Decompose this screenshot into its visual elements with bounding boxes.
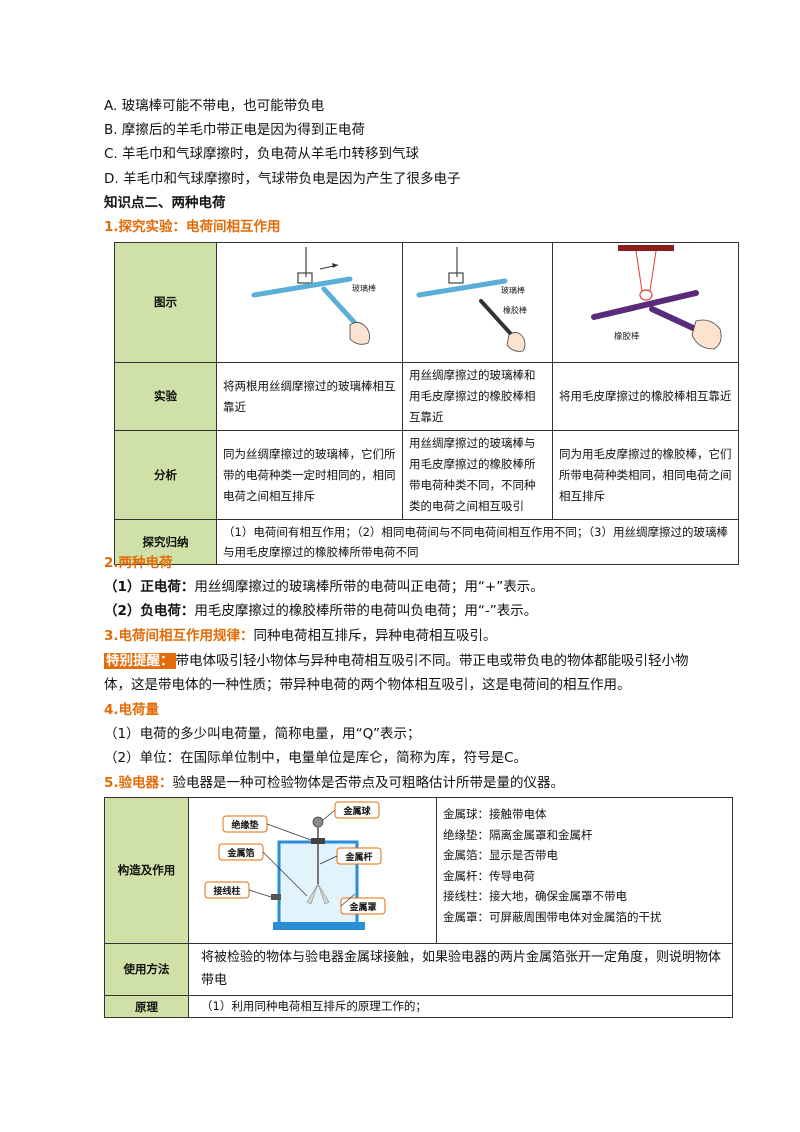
experiment-table: 图示 玻璃棒 xyxy=(114,242,739,565)
rubber-rods-diagram: 橡胶棒 xyxy=(590,245,722,350)
positive-text: 用丝绸摩擦过的玻璃棒所带的电荷叫正电荷；用“+”表示。 xyxy=(194,579,544,595)
experiment-1: 将两根用丝绸摩擦过的玻璃棒相互靠近 xyxy=(216,362,403,431)
option-a: A. 玻璃棒可能不带电，也可能带负电 xyxy=(104,98,325,114)
electroscope-diagram-cell: 绝缘垫 金属球 金属箔 金属杆 xyxy=(188,797,437,944)
callout-cover: 金属罩 xyxy=(340,893,385,915)
analysis-3: 同为用毛皮摩擦过的橡胶棒，它们所带电荷种类相同，相同电荷之间相互排斥 xyxy=(552,430,739,520)
part-rod: 金属杆：传导电荷 xyxy=(443,868,535,883)
s2-positive: （1）正电荷：用丝绸摩擦过的玻璃棒所带的电荷叫正电荷；用“+”表示。 xyxy=(104,577,544,597)
callout-post: 接线柱 xyxy=(204,881,271,899)
diagram-rubber-rubber: 橡胶棒 xyxy=(552,242,739,363)
part-foil: 金属箔：显示是否带电 xyxy=(443,848,558,862)
experiment-2: 用丝绸摩擦过的玻璃棒和用毛皮摩擦过的橡胶棒相互靠近 xyxy=(402,362,553,431)
callout-ball: 金属球 xyxy=(322,801,379,821)
rubber-rod-label: 橡胶棒 xyxy=(503,305,527,315)
conclusion: （1）电荷间有相互作用；（2）相同电荷间与不同电荷间相互作用不同；（3）用丝绸摩… xyxy=(216,519,739,565)
s5-line: 5.验电器：验电器是一种可检验物体是否带点及可粗略估计所带是量的仪器。 xyxy=(104,773,564,793)
tip-label: 特别提醒： xyxy=(104,653,176,669)
principle-text: （1）利用同种电荷相互排斥的原理工作的； xyxy=(188,995,733,1018)
analysis-1: 同为丝绸摩擦过的玻璃棒，它们所带的电荷种类一定时相同的，相同电荷之间相互排斥 xyxy=(216,430,403,520)
electroscope-diagram: 绝缘垫 金属球 金属箔 金属杆 xyxy=(204,801,385,930)
label-principle: 原理 xyxy=(104,995,189,1018)
tip-line-2: 体，这是带电体的一种性质；带异种电荷的两个物体相互吸引，这是电荷间的相互作用。 xyxy=(104,677,631,693)
s3-line: 3.电荷间相互作用规律：同种电荷相互排斥，异种电荷相互吸引。 xyxy=(104,626,497,646)
svg-text:金属杆: 金属杆 xyxy=(344,851,372,863)
s1-title: 1.探究实验：电荷间相互作用 xyxy=(104,219,281,235)
label-analysis: 分析 xyxy=(114,430,217,520)
svg-text:金属箔: 金属箔 xyxy=(226,847,254,859)
analysis-2: 用丝绸摩擦过的玻璃棒与用毛皮摩擦过的橡胶棒所带电荷种类不同，不同种类的电荷之间相… xyxy=(402,430,553,520)
label-experiment: 实验 xyxy=(114,362,217,431)
experiment-3: 将用毛皮摩擦过的橡胶棒相互靠近 xyxy=(552,362,739,431)
glass-rod-label: 玻璃棒 xyxy=(352,283,376,293)
s5-text: 验电器是一种可检验物体是否带点及可粗略估计所带是量的仪器。 xyxy=(172,775,565,791)
s2-title: 2.两种电荷 xyxy=(104,555,173,571)
glass-rubber-diagram: 玻璃棒 橡胶棒 xyxy=(416,247,527,352)
part-post: 接线柱：接大地，确保金属罩不带电 xyxy=(443,889,627,903)
svg-text:绝缘垫: 绝缘垫 xyxy=(231,819,258,831)
option-d: D. 羊毛巾和气球摩擦时，气球带负电是因为产生了很多电子 xyxy=(104,171,461,187)
glass-rod-label-2: 玻璃棒 xyxy=(501,285,525,295)
usage-text: 将被检验的物体与验电器金属球接触，如果验电器的两片金属箔张开一定角度，则说明物体… xyxy=(188,943,733,996)
s5-title: 5.验电器： xyxy=(104,775,173,791)
tip-line-1: 特别提醒：带电体吸引轻小物体与异种电荷相互吸引不同。带正电或带负电的物体都能吸引… xyxy=(104,651,689,671)
negative-label: （2）负电荷： xyxy=(104,603,195,619)
s4-line-1: （1）电荷的多少叫电荷量，简称电量，用“Q”表示； xyxy=(104,726,421,742)
label-usage: 使用方法 xyxy=(104,943,189,996)
positive-label: （1）正电荷： xyxy=(104,579,195,595)
section-title: 知识点二、两种电荷 xyxy=(104,195,226,211)
callout-insulator: 绝缘垫 xyxy=(222,815,311,841)
s3-title: 3.电荷间相互作用规律： xyxy=(104,628,254,644)
svg-text:金属球: 金属球 xyxy=(342,805,371,817)
s2-negative: （2）负电荷：用毛皮摩擦过的橡胶棒所带的电荷叫负电荷；用“-”表示。 xyxy=(104,601,537,621)
rubber-rod-label-2: 橡胶棒 xyxy=(614,331,640,342)
part-cover: 金属罩：可屏蔽周围带电体对金属箔的干扰 xyxy=(443,909,662,924)
negative-text: 用毛皮摩擦过的橡胶棒所带的电荷叫负电荷；用“-”表示。 xyxy=(194,603,538,619)
tip-text-1: 带电体吸引轻小物体与异种电荷相互吸引不同。带正电或带负电的物体都能吸引轻小物 xyxy=(175,653,689,669)
label-conclusion: 探究归纳 xyxy=(114,519,217,565)
callout-rod: 金属杆 xyxy=(319,847,381,865)
s3-text: 同种电荷相互排斥，异种电荷相互吸引。 xyxy=(253,628,497,644)
label-diagram: 图示 xyxy=(114,242,217,363)
label-structure: 构造及作用 xyxy=(104,797,189,944)
option-c: C. 羊毛巾和气球摩擦时，负电荷从羊毛巾转移到气球 xyxy=(104,146,420,162)
part-insulator: 绝缘垫：隔离金属罩和金属杆 xyxy=(443,827,593,842)
parts-list: 金属球：接触带电体 绝缘垫：隔离金属罩和金属杆 金属箔：显示是否带电 金属杆：传… xyxy=(436,797,733,944)
svg-text:金属罩: 金属罩 xyxy=(348,901,376,913)
s4-title: 4.电荷量 xyxy=(104,702,160,718)
glass-rods-diagram: 玻璃棒 xyxy=(251,247,376,345)
callout-foil: 金属箔 xyxy=(218,843,307,897)
s4-line-2: （2）单位：在国际单位制中，电量单位是库仑，简称为库，符号是C。 xyxy=(104,750,528,766)
electroscope-table: 构造及作用 xyxy=(104,797,733,1018)
svg-text:接线柱: 接线柱 xyxy=(213,885,240,897)
option-b: B. 摩擦后的羊毛巾带正电是因为得到正电荷 xyxy=(104,122,365,138)
diagram-glass-glass: 玻璃棒 xyxy=(216,242,403,363)
diagram-glass-rubber: 玻璃棒 橡胶棒 xyxy=(402,242,553,363)
part-ball: 金属球：接触带电体 xyxy=(443,807,547,821)
